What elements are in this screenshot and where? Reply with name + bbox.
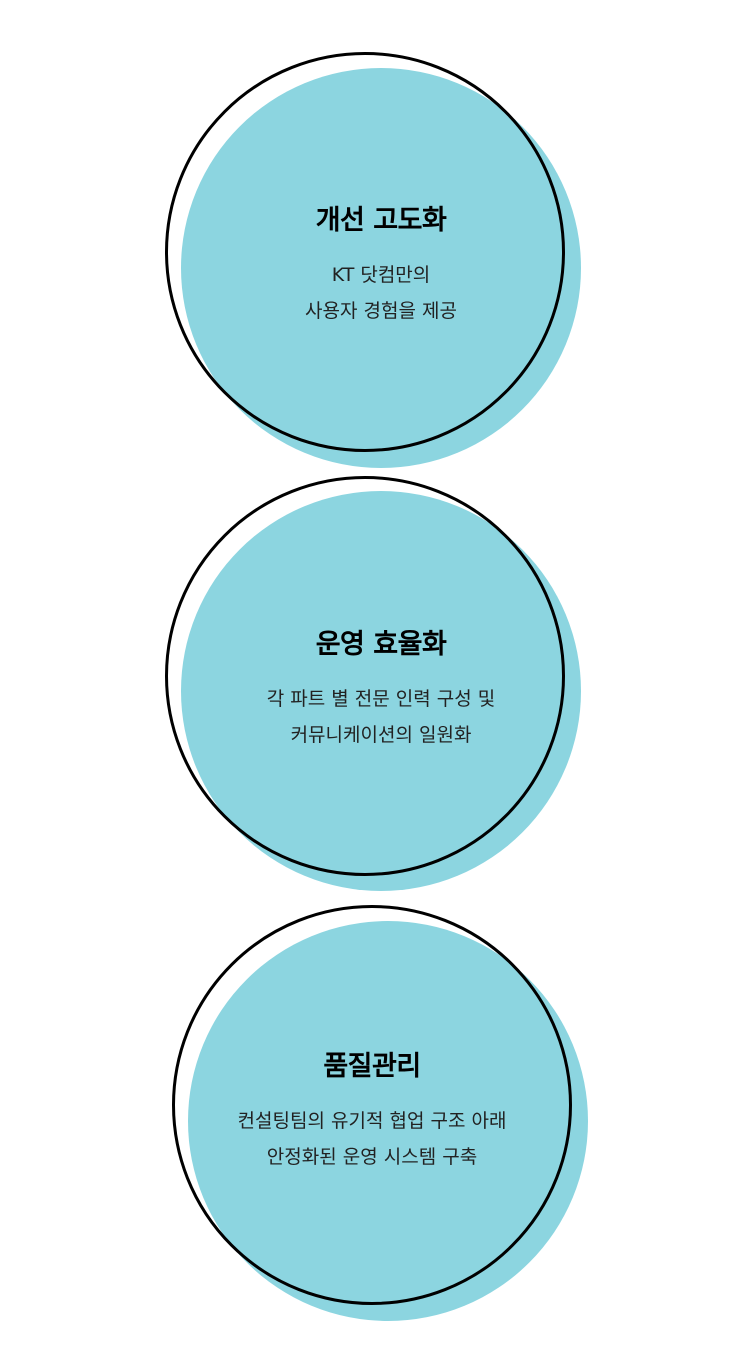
card-description-line: 각 파트 별 전문 인력 구성 및 (266, 688, 496, 710)
card-description-line: 사용자 경험을 제공 (305, 300, 457, 322)
card-description: 컨설팅팀의 유기적 협업 구조 아래 안정화된 운영 시스템 구축 (172, 1103, 572, 1175)
card-description-line: 컨설팅팀의 유기적 협업 구조 아래 (237, 1110, 507, 1132)
card-description-line: KT 닷컴만의 (331, 264, 431, 286)
card-description-line: 안정화된 운영 시스템 구축 (266, 1146, 478, 1168)
card-content: 품질관리 컨설팅팀의 유기적 협업 구조 아래 안정화된 운영 시스템 구축 (172, 1044, 572, 1175)
card-quality: 품질관리 컨설팅팀의 유기적 협업 구조 아래 안정화된 운영 시스템 구축 (172, 905, 592, 1325)
card-improvement: 개선 고도화 KT 닷컴만의 사용자 경험을 제공 (165, 52, 585, 472)
card-content: 개선 고도화 KT 닷컴만의 사용자 경험을 제공 (181, 198, 581, 329)
card-title: 품질관리 (323, 1051, 421, 1082)
card-description: KT 닷컴만의 사용자 경험을 제공 (181, 257, 581, 329)
card-description-line: 커뮤니케이션의 일원화 (290, 724, 472, 746)
card-efficiency: 운영 효율화 각 파트 별 전문 인력 구성 및 커뮤니케이션의 일원화 (165, 476, 585, 896)
card-content: 운영 효율화 각 파트 별 전문 인력 구성 및 커뮤니케이션의 일원화 (181, 622, 581, 753)
card-title: 개선 고도화 (315, 205, 447, 236)
circle-ring (172, 905, 572, 1305)
card-title: 운영 효율화 (315, 629, 447, 660)
card-description: 각 파트 별 전문 인력 구성 및 커뮤니케이션의 일원화 (181, 681, 581, 753)
circle-ring (165, 52, 565, 452)
circle-ring (165, 476, 565, 876)
